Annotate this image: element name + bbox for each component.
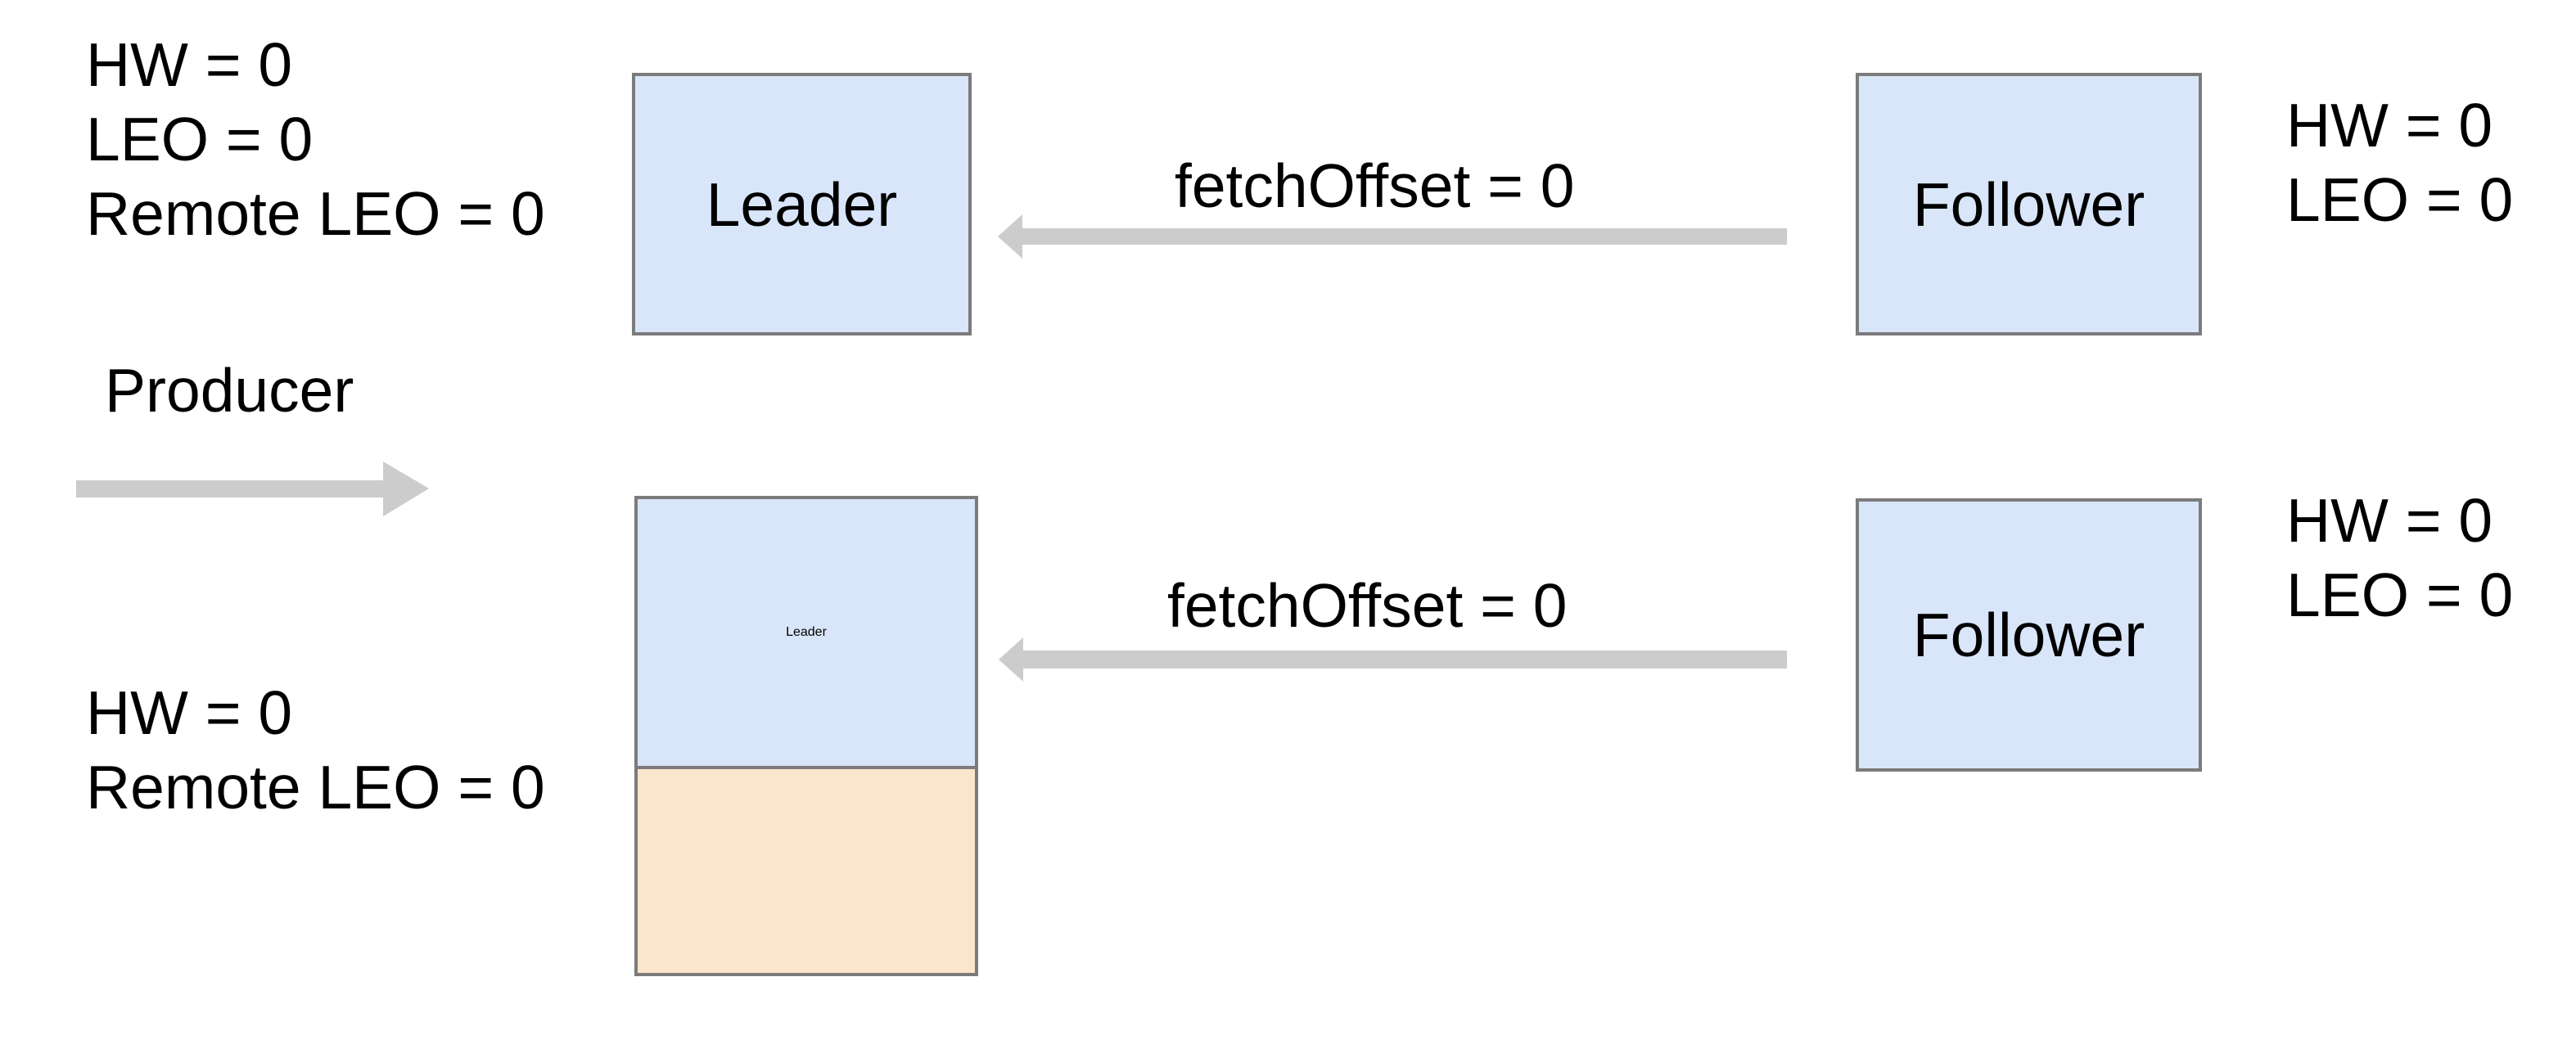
producer-label: Producer	[105, 356, 354, 425]
top-follower-state: HW = 0 LEO = 0	[2286, 88, 2513, 237]
leader-label-bottom: Leader	[786, 625, 827, 639]
producer-arrow-icon	[76, 461, 429, 516]
bottom-leader-state: HW = 0 Remote LEO = 0	[86, 676, 545, 825]
fetch-arrow-top-icon	[998, 214, 1787, 259]
leader-box-bottom: Leader	[634, 496, 978, 976]
bottom-leader-hw: HW = 0	[86, 678, 293, 747]
bottom-follower-leo: LEO = 0	[2286, 561, 2514, 629]
top-follower-hw: HW = 0	[2286, 91, 2493, 160]
follower-label-top: Follower	[1912, 169, 2145, 239]
leader-box-top: Leader	[632, 73, 972, 335]
top-leader-state: HW = 0 LEO = 0 Remote LEO = 0	[86, 28, 545, 251]
leader-label-top: Leader	[706, 169, 898, 239]
follower-label-bottom: Follower	[1912, 601, 2145, 669]
follower-box-bottom: Follower	[1856, 498, 2202, 772]
follower-box-top: Follower	[1856, 73, 2202, 335]
top-leader-remote-leo: Remote LEO = 0	[86, 179, 545, 248]
bottom-follower-hw: HW = 0	[2286, 486, 2493, 555]
top-leader-leo: LEO = 0	[86, 105, 314, 173]
top-leader-hw: HW = 0	[86, 30, 293, 99]
fetch-offset-label-top: fetchOffset = 0	[1175, 151, 1575, 220]
fetch-arrow-bottom-icon	[999, 637, 1787, 682]
leader-box-bottom-orange-segment	[638, 769, 975, 973]
top-follower-leo: LEO = 0	[2286, 165, 2514, 234]
bottom-leader-remote-leo: Remote LEO = 0	[86, 753, 545, 822]
fetch-offset-label-bottom: fetchOffset = 0	[1167, 571, 1568, 640]
bottom-follower-state: HW = 0 LEO = 0	[2286, 484, 2513, 633]
leader-box-bottom-blue-segment: Leader	[638, 499, 975, 769]
